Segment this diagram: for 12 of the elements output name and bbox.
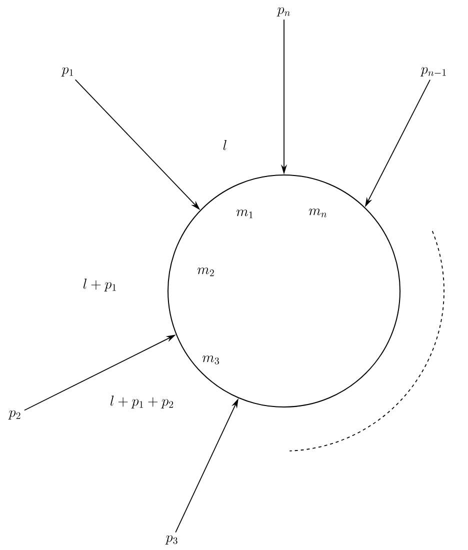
- math-label: $m_3$: [202, 356, 219, 364]
- force-label: $p_3$: [165, 535, 178, 544]
- math-label: $m_1$: [236, 210, 253, 218]
- force-label: $p_{n-1}$: [420, 67, 446, 76]
- math-label: $l+p_1$: [84, 278, 116, 292]
- force-label: $p_1$: [61, 67, 73, 76]
- force-label: $p_2$: [8, 410, 20, 420]
- math-label: $m_2$: [198, 268, 214, 276]
- force-label: $p_n$: [276, 7, 290, 16]
- math-label: $m_n$: [309, 208, 327, 218]
- math-label: $l+p_1+p_2$: [110, 396, 174, 408]
- math-label: $l$: [223, 140, 226, 150]
